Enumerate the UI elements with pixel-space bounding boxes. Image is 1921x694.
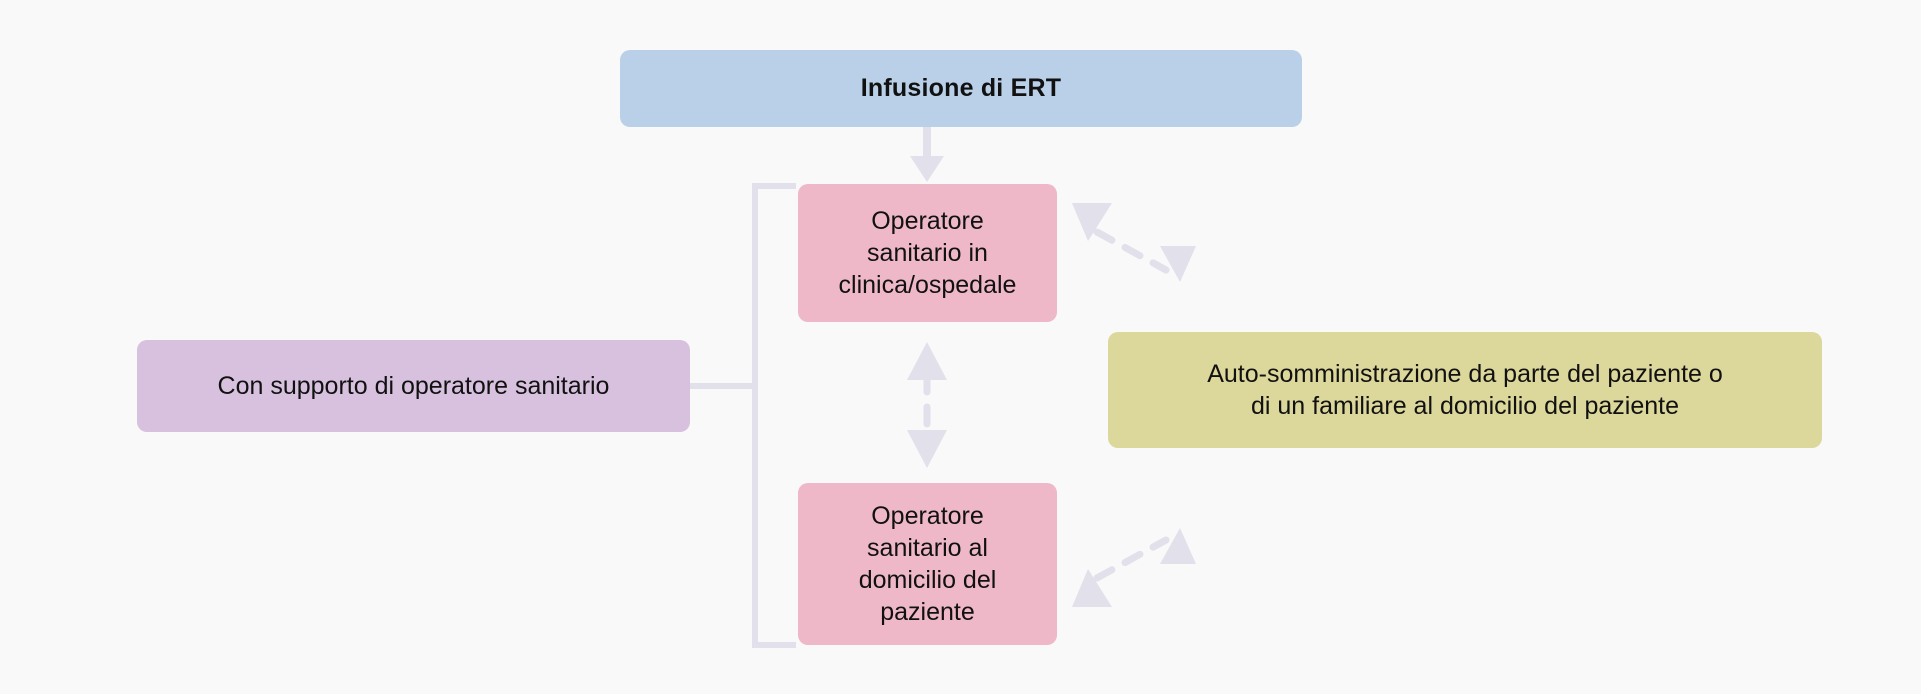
node-infusione-di-ert[interactable]: Infusione di ERT: [620, 50, 1302, 127]
arrow-clinic-to-self-admin: [1072, 203, 1196, 282]
node-auto-somministrazione-label: Auto-somministrazione da parte del pazie…: [1207, 359, 1723, 421]
node-con-supporto-operatore-sanitario-label: Con supporto di operatore sanitario: [217, 371, 610, 400]
arrow-home-hcp-to-self-admin: [1072, 528, 1196, 607]
node-operatore-sanitario-clinica-label: Operatore sanitario in clinica/ospedale: [838, 207, 1017, 299]
node-infusione-di-ert-label: Infusione di ERT: [860, 74, 1062, 102]
node-operatore-sanitario-domicilio-label: Operatore sanitario al domicilio del paz…: [858, 502, 997, 626]
node-con-supporto-operatore-sanitario[interactable]: Con supporto di operatore sanitario: [137, 340, 690, 432]
node-operatore-sanitario-clinica[interactable]: Operatore sanitario in clinica/ospedale: [798, 184, 1057, 322]
arrow-clinic-to-home-hcp: [907, 342, 947, 468]
node-operatore-sanitario-domicilio[interactable]: Operatore sanitario al domicilio del paz…: [798, 483, 1057, 645]
node-auto-somministrazione[interactable]: Auto-somministrazione da parte del pazie…: [1108, 332, 1822, 448]
bracket-support-group: [687, 183, 796, 648]
arrow-ert-to-clinic: [910, 127, 944, 182]
